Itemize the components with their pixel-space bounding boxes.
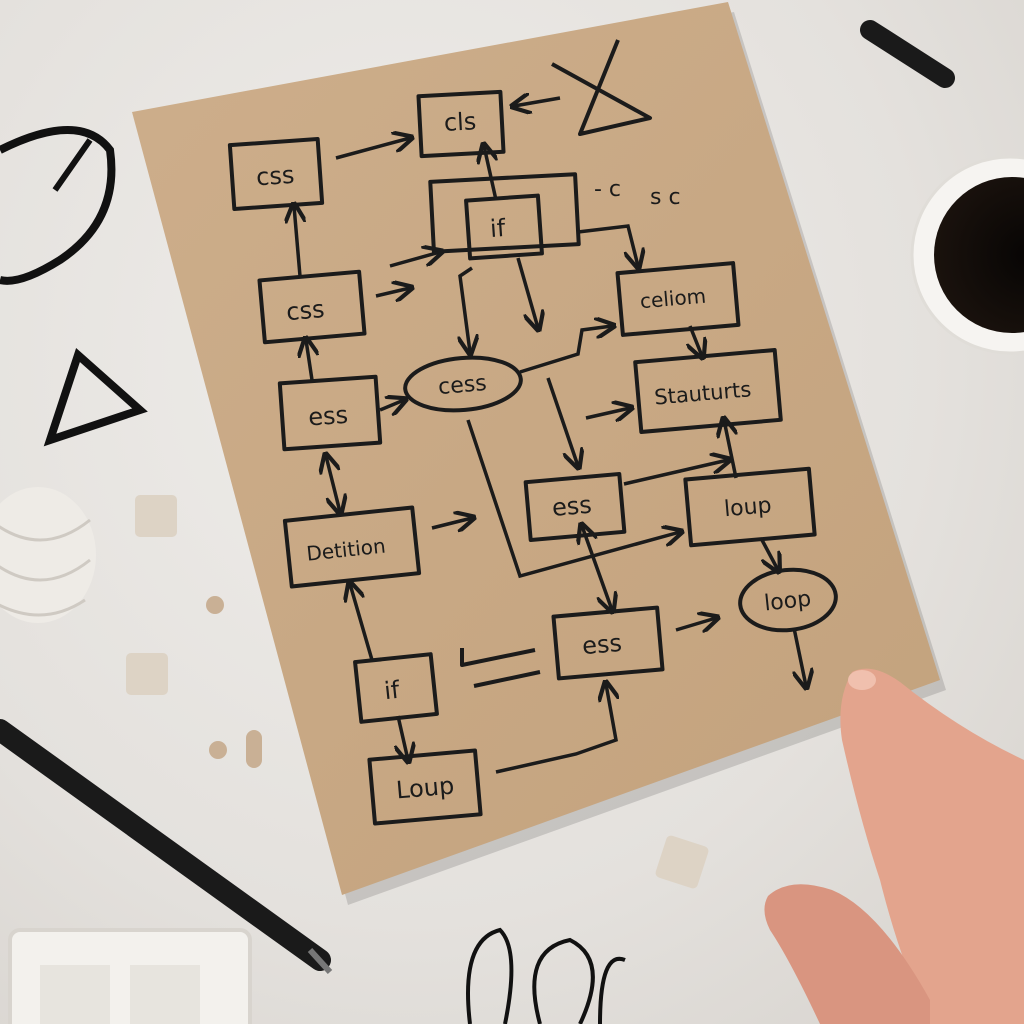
arrow-to-stauturts (585, 408, 630, 418)
arrow-ess-to-loop (675, 618, 716, 630)
arrow-to-ess-center (546, 377, 578, 466)
box-celiom (615, 261, 741, 337)
arrow-css-up (294, 206, 300, 277)
arrow-if-to-detition (350, 584, 374, 661)
arrow-css-right (375, 288, 410, 296)
eraser-cube (135, 495, 177, 537)
arrow-if-to-celiom (577, 224, 638, 266)
eraser-cube (126, 653, 168, 695)
label-scribble-c: - c (594, 177, 621, 202)
box-if-outer (428, 172, 581, 254)
oval-cess (403, 355, 523, 413)
arrow-if-to-loup (398, 715, 408, 760)
box-ess-left (277, 374, 383, 452)
label-css-top: css (255, 161, 295, 192)
label-css-mid: css (285, 295, 325, 326)
label-loop: loop (763, 587, 812, 617)
black-ring-decoration (0, 126, 116, 285)
arrow-ess-center-down (582, 526, 612, 610)
arrow-down-detition (326, 456, 340, 512)
arrow-ess-up (306, 340, 312, 381)
arrow-loup-to-ess (495, 684, 616, 774)
eraser-cube (655, 835, 709, 889)
coffee (934, 177, 1024, 333)
label-cls: cls (443, 107, 477, 137)
arrow-long (466, 419, 680, 579)
paper-clips (466, 927, 626, 1024)
arrow-if-down (516, 257, 538, 328)
pen (0, 719, 331, 971)
arrow-loop-down (792, 627, 806, 686)
desk-props (0, 20, 1024, 1024)
paper-sheet (132, 2, 946, 905)
box-cls (416, 89, 506, 159)
label-cess: cess (437, 371, 488, 400)
arrow-ess-to-cess (379, 400, 404, 410)
arrow-ess-to-loup (623, 460, 728, 486)
pen-cap (860, 20, 955, 88)
label-scribble-sc: s c (650, 185, 681, 210)
label-if-bottom: if (383, 676, 402, 705)
triangle-decoration (43, 347, 148, 447)
black-stick-decoration (52, 138, 93, 192)
label-loup-right: loup (723, 493, 772, 522)
arrow-to-cess (460, 266, 472, 352)
arrow-loup-to-stauturts (724, 420, 738, 479)
box-loup-right (683, 466, 817, 548)
label-ess-center: ess (551, 491, 593, 522)
arrow-loup-to-loop (760, 539, 778, 570)
label-loup-bottom: Loup (395, 772, 455, 805)
label-if-top: if (489, 214, 507, 243)
arrow-to-if-outer (389, 252, 440, 268)
label-celiom: celiom (639, 284, 707, 314)
arrow-into-cls (514, 98, 561, 106)
arrow-cess-right (519, 326, 612, 374)
label-ess-left: ess (307, 401, 349, 432)
hand (764, 668, 1024, 1024)
sketch-symbol (551, 39, 652, 136)
label-ess-lower: ess (581, 629, 623, 660)
arrow-celiom-down (690, 325, 702, 356)
arrow-css-to-cls (335, 138, 410, 160)
box-css-top (227, 137, 325, 211)
double-line (460, 648, 541, 688)
oval-loop (738, 567, 838, 633)
arrow-detition-right (431, 518, 472, 528)
flowchart-arrows (294, 98, 806, 774)
arrow-if-to-cls (484, 146, 496, 201)
yarn-ball (0, 487, 96, 623)
box-if-top (464, 193, 544, 261)
box-loup-bottom (367, 748, 483, 826)
